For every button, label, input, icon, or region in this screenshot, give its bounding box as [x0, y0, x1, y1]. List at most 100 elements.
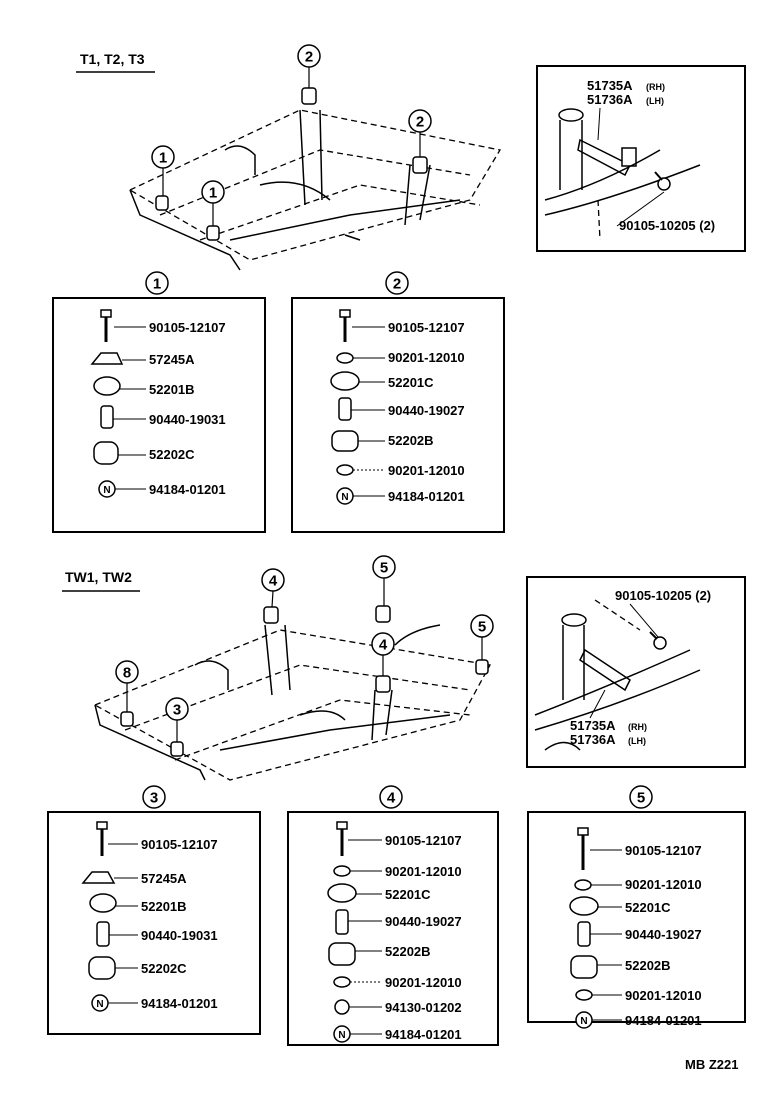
box3-icons: N: [81, 821, 138, 1012]
box1-icons: N: [90, 309, 146, 498]
part-label: 52202C: [149, 447, 195, 462]
box5-icons: N: [569, 827, 622, 1029]
marker-5b: 5: [470, 614, 494, 660]
box5-labels: 90105-12107 90201-12010 52201C 90440-190…: [625, 843, 702, 1028]
marker-box3: 3: [142, 785, 166, 809]
svg-text:1: 1: [209, 185, 217, 202]
svg-text:5: 5: [637, 790, 645, 807]
part-label: 94184-01201: [385, 1027, 462, 1042]
box-2: [291, 297, 505, 533]
svg-text:4: 4: [269, 573, 278, 590]
svg-text:N: N: [580, 1016, 587, 1027]
box-5: [527, 811, 746, 1023]
part-label: 52201B: [141, 899, 187, 914]
svg-text:5: 5: [380, 560, 388, 577]
marker-1a: 1: [151, 145, 175, 196]
part-label: 90440-19031: [141, 928, 218, 943]
inset-bottom-bolt: 90105-10205 (2): [615, 588, 711, 603]
svg-text:2: 2: [416, 114, 424, 131]
box1-labels: 90105-12107 57245A 52201B 90440-19031 52…: [149, 320, 226, 497]
part-label: 90105-12107: [149, 320, 226, 335]
svg-text:1: 1: [159, 150, 167, 167]
part-label: 90440-19027: [385, 914, 462, 929]
marker-box2: 2: [385, 271, 409, 295]
part-label: 90201-12010: [388, 463, 465, 478]
frame-drawing-bottom: [93, 605, 492, 781]
inset-bottom-label-rh: 51735A: [570, 718, 616, 733]
section-title-bottom: TW1, TW2: [65, 569, 132, 585]
marker-4b: 4: [371, 632, 395, 676]
svg-text:2: 2: [393, 276, 401, 293]
part-label: 90201-12010: [385, 975, 462, 990]
svg-text:N: N: [338, 1030, 345, 1041]
svg-text:2: 2: [305, 49, 313, 66]
part-label: 52202B: [385, 944, 431, 959]
inset-top-bolt: 90105-10205 (2): [619, 218, 715, 233]
svg-text:N: N: [103, 485, 110, 496]
part-label: 90440-19027: [388, 403, 465, 418]
marker-3a: 3: [165, 697, 189, 742]
marker-8: 8: [115, 660, 139, 712]
inset-top-label-rh: 51735A: [587, 78, 633, 93]
svg-text:(LH): (LH): [628, 736, 646, 746]
inset-bottom: 90105-10205 (2) 51735A (RH) 51736A (LH): [526, 576, 746, 768]
svg-text:N: N: [341, 492, 348, 503]
box4-icons: N: [327, 821, 382, 1043]
part-label: 52201C: [388, 375, 434, 390]
part-label: 90201-12010: [388, 350, 465, 365]
marker-box1: 1: [145, 271, 169, 295]
svg-text:(RH): (RH): [646, 82, 665, 92]
box-1: [52, 297, 266, 533]
footer-code: MB Z221: [685, 1057, 738, 1072]
frame-drawing-top: [128, 87, 502, 271]
box2-icons: N: [330, 309, 385, 505]
svg-text:4: 4: [387, 790, 396, 807]
marker-5a: 5: [372, 555, 396, 606]
part-label: 52202B: [625, 958, 671, 973]
section-title-top: T1, T2, T3: [80, 51, 145, 67]
part-label: 57245A: [149, 352, 195, 367]
part-label: 90105-12107: [388, 320, 465, 335]
marker-box4: 4: [379, 785, 403, 809]
marker-2b: 2: [408, 109, 432, 157]
inset-bottom-label-lh: 51736A: [570, 732, 616, 747]
box3-labels: 90105-12107 57245A 52201B 90440-19031 52…: [141, 837, 218, 1011]
part-label: 90201-12010: [625, 877, 702, 892]
part-label: 90201-12010: [385, 864, 462, 879]
svg-text:5: 5: [478, 619, 486, 636]
marker-4a: 4: [261, 568, 285, 608]
marker-2a: 2: [297, 44, 321, 88]
part-label: 94184-01201: [141, 996, 218, 1011]
box2-labels: 90105-12107 90201-12010 52201C 90440-190…: [388, 320, 465, 504]
svg-text:(LH): (LH): [646, 96, 664, 106]
part-label: 94184-01201: [149, 482, 226, 497]
part-label: 90105-12107: [385, 833, 462, 848]
part-label: 90440-19027: [625, 927, 702, 942]
part-label: 90440-19031: [149, 412, 226, 427]
svg-text:4: 4: [379, 637, 388, 654]
part-label: 52202C: [141, 961, 187, 976]
svg-text:1: 1: [153, 276, 161, 293]
svg-text:3: 3: [150, 790, 158, 807]
inset-top-label-lh: 51736A: [587, 92, 633, 107]
svg-text:(RH): (RH): [628, 722, 647, 732]
part-label: 94184-01201: [625, 1013, 702, 1028]
svg-text:N: N: [96, 999, 103, 1010]
svg-text:8: 8: [123, 665, 131, 682]
marker-1b: 1: [201, 180, 225, 226]
inset-top: 51735A (RH) 51736A (LH) 90105-10205 (2): [536, 65, 746, 252]
svg-text:3: 3: [173, 702, 181, 719]
part-label: 90105-12107: [141, 837, 218, 852]
part-label: 94130-01202: [385, 1000, 462, 1015]
part-label: 52201B: [149, 382, 195, 397]
box-4: [287, 811, 499, 1046]
part-label: 90201-12010: [625, 988, 702, 1003]
box-3: [47, 811, 261, 1035]
part-label: 52201C: [625, 900, 671, 915]
marker-box5: 5: [629, 785, 653, 809]
part-label: 57245A: [141, 871, 187, 886]
part-label: 94184-01201: [388, 489, 465, 504]
part-label: 52201C: [385, 887, 431, 902]
box4-labels: 90105-12107 90201-12010 52201C 90440-190…: [385, 833, 462, 1042]
